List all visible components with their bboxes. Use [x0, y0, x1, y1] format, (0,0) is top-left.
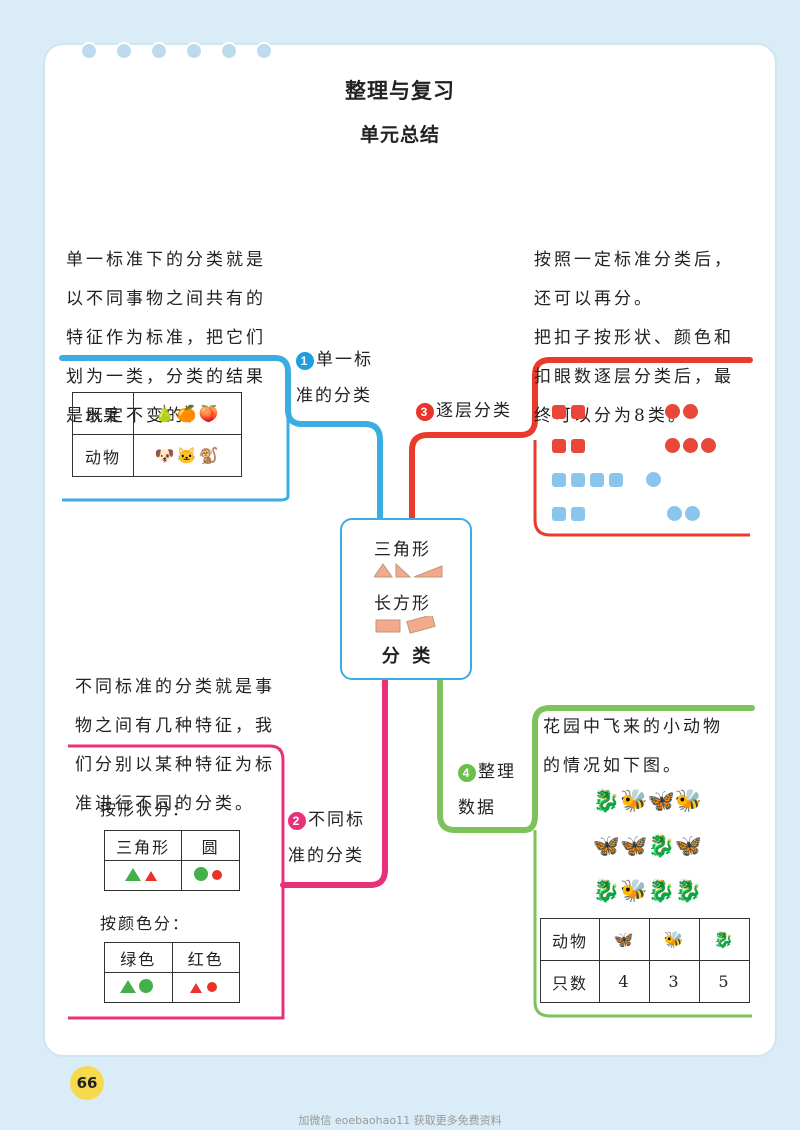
- shape-label-rectangle: 长方形: [374, 594, 431, 614]
- shape-table: 三角形圆: [103, 830, 240, 891]
- color-table: 绿色红色: [104, 942, 240, 1003]
- fruit-icons: 🍐🍊🍑: [133, 392, 242, 435]
- table-cell: 水果: [72, 392, 134, 435]
- box-outline-4: [533, 830, 752, 1018]
- center-node: 三角形 长方形 分 类: [340, 518, 472, 680]
- binder-ring: [150, 42, 168, 60]
- table-header: 绿色: [104, 942, 173, 973]
- center-label: 分 类: [381, 646, 431, 667]
- note-garden: 花园中飞来的小动物的情况如下图。: [543, 717, 723, 776]
- page-number: 66: [70, 1066, 104, 1100]
- page-subtitle: 单元总结: [359, 124, 440, 146]
- green-red-circles: [181, 860, 240, 891]
- red-shapes: [171, 972, 240, 1003]
- branch-line-2: [280, 673, 388, 888]
- bee-icon: 🐝: [649, 918, 700, 961]
- binder-ring: [255, 42, 273, 60]
- count-cell: 5: [699, 960, 750, 1003]
- table-header: 红色: [171, 942, 240, 973]
- page-title: 整理与复习: [345, 79, 455, 103]
- binder-ring: [220, 42, 238, 60]
- table-header: 动物: [540, 918, 600, 961]
- note-layered: 按照一定标准分类后，还可以再分。把扣子按形状、颜色和扣眼数逐层分类后，最终可以分…: [534, 250, 734, 426]
- table-cell: 动物: [72, 434, 134, 477]
- table-header: 三角形: [103, 830, 183, 861]
- count-cell: 3: [649, 960, 700, 1003]
- footer-watermark: 加微信 eoebaohao11 获取更多免费资料: [298, 1114, 502, 1127]
- box-outline-2: [68, 744, 285, 1020]
- green-shapes: [104, 972, 173, 1003]
- insect-picture: 🐉🐝🦋🐝🦋🦋🐉🦋🐉🐝🐉🐉: [592, 789, 703, 904]
- by-shape-label: 按形状分：: [100, 800, 191, 819]
- branch-line-4: [437, 673, 755, 833]
- table-header: 只数: [540, 960, 600, 1003]
- rectangle-icons: [375, 616, 436, 634]
- count-cell: 4: [599, 960, 650, 1003]
- green-red-triangles: [103, 860, 183, 891]
- box-outline-1: [62, 356, 290, 502]
- binder-ring: [80, 42, 98, 60]
- by-color-label: 按颜色分：: [100, 914, 191, 933]
- table-header: 圆: [181, 830, 240, 861]
- dragonfly-icon: 🐉: [699, 918, 750, 961]
- triangle-icons: [374, 562, 443, 578]
- button-grid: [552, 404, 742, 540]
- box-outline-3: [533, 440, 750, 537]
- binder-ring: [185, 42, 203, 60]
- shape-label-triangle: 三角形: [374, 540, 431, 560]
- branch-line-3: [409, 357, 753, 521]
- butterfly-icon: 🦋: [599, 918, 650, 961]
- binder-ring: [115, 42, 133, 60]
- fruit-animal-table: 水果🍐🍊🍑 动物🐶🐱🐒: [72, 392, 242, 477]
- note-different-standard: 不同标准的分类就是事物之间有几种特征，我们分别以某种特征为标准进行不同的分类。: [75, 677, 275, 814]
- animal-icons: 🐶🐱🐒: [133, 434, 242, 477]
